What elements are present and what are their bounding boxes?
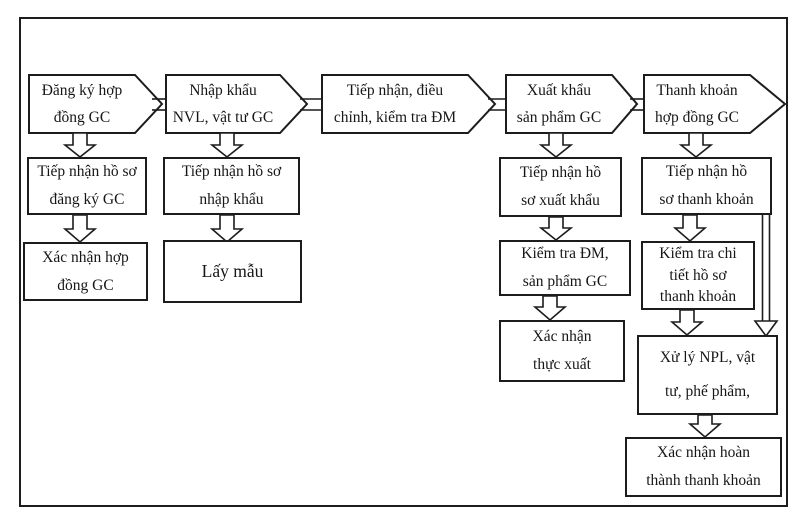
step-chevron-5 [643,74,787,134]
box-kiem-tra-dm-san-pham-gc: Kiểm tra ĐM, sản phẩm GC [499,240,631,296]
stage-link-1-2 [152,98,167,111]
box-kiem-tra-chi-tiet-ho-so: Kiểm tra chi tiết hồ sơ thanh khoản [641,241,755,310]
down-arrow-step5-to-box [678,132,714,159]
down-arrow-nhapkhau-to-laymau [209,214,245,244]
step-chevron-2 [165,74,309,134]
bypass-arrow-thanhkhoan-to-xuly [753,215,779,338]
down-arrow-xuly-to-hoanthanh [687,414,723,439]
box-xac-nhan-hoan-thanh-thanh-khoan: Xác nhận hoàn thành thanh khoản [625,437,782,497]
box-tiep-nhan-ho-so-xuat-khau: Tiếp nhận hồ sơ xuất khẩu [499,157,622,217]
diagram-border [19,17,788,507]
step-chevron-1 [28,74,164,134]
down-arrow-step4-to-box [538,132,574,159]
down-arrow-xuatkhau-to-kiemtra [538,216,574,242]
step-chevron-4 [505,74,639,134]
step-label-xuat-khau-san-pham: Xuất khẩu sản phẩm GC [516,81,602,126]
box-tiep-nhan-ho-so-thanh-khoan: Tiếp nhận hồ sơ thanh khoản [641,157,772,215]
box-xac-nhan-hop-dong-gc: Xác nhận hợp đồng GC [23,242,148,301]
box-xu-ly-npl-vat-tu-phe-pham: Xử lý NPL, vật tư, phế phẩm, [637,335,778,415]
box-tiep-nhan-ho-so-nhap-khau: Tiếp nhận hồ sơ nhập khẩu [163,157,300,215]
box-tiep-nhan-ho-so-dang-ky-gc: Tiếp nhận hồ sơ đăng ký GC [27,157,147,215]
down-arrow-kiemtra-to-xuly [669,309,705,337]
down-arrow-step2-to-box [209,132,245,159]
step-chevron-3 [321,74,497,134]
step-label-tiep-nhan-dieu-chinh: Tiếp nhận, điều chỉnh, kiểm tra ĐM [333,81,457,126]
down-arrow-thanhkhoan-to-kiemtra [672,214,708,243]
down-arrow-step1-to-box [62,132,98,159]
step-label-thanh-khoan-hop-dong: Thanh khoản hợp đồng GC [655,81,739,126]
down-arrow-dangky-to-xacnhan [62,214,98,244]
down-arrow-kiemtra-to-thucxuat [532,295,568,322]
stage-link-4-5 [630,98,645,111]
step-label-nhap-khau-nvl: Nhập khẩu NVL, vật tư GC [172,81,274,126]
stage-link-2-3 [300,98,323,111]
step-label-dang-ky-hop-dong: Đăng ký hợp đồng GC [41,81,123,126]
box-xac-nhan-thuc-xuat: Xác nhận thực xuất [499,320,625,382]
box-lay-mau: Lấy mẫu [163,240,302,303]
stage-link-3-4 [488,98,507,111]
